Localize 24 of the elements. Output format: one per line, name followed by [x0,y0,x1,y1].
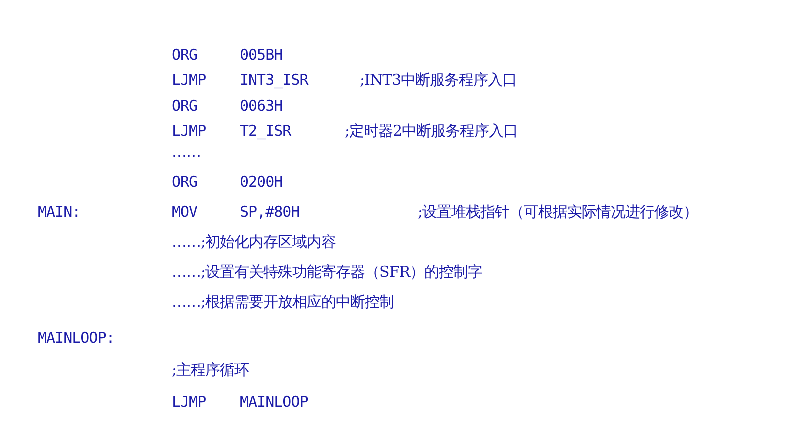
code-comment: ……;根据需要开放相应的中断控制 [172,292,394,312]
code-token: MAINLOOP [240,392,308,412]
code-token: SP,#80H [240,202,300,222]
code-comment: ……;初始化内存区域内容 [172,232,336,252]
code-token: INT3_ISR [240,70,308,90]
code-comment: ;主程序循环 [172,360,250,380]
code-token: 005BH [240,45,283,65]
code-comment: ……;设置有关特殊功能寄存器（SFR）的控制字 [172,262,483,282]
code-token: T2_ISR [240,121,292,141]
code-comment: ;设置堆栈指针（可根据实际情况进行修改） [418,202,698,222]
code-comment: ;INT3中断服务程序入口 [360,70,518,90]
code-token: LJMP [172,392,206,412]
code-token: ORG [172,172,198,192]
code-token: LJMP [172,121,206,141]
code-comment: ;定时器2中断服务程序入口 [345,121,518,141]
code-token: ORG [172,45,198,65]
code-token: 0063H [240,96,283,116]
code-label: MAIN: [38,202,81,222]
code-token: 0200H [240,172,283,192]
code-comment: …… [172,142,201,162]
code-token: MOV [172,202,198,222]
code-label: MAINLOOP: [38,328,115,348]
code-token: LJMP [172,70,206,90]
code-token: ORG [172,96,198,116]
